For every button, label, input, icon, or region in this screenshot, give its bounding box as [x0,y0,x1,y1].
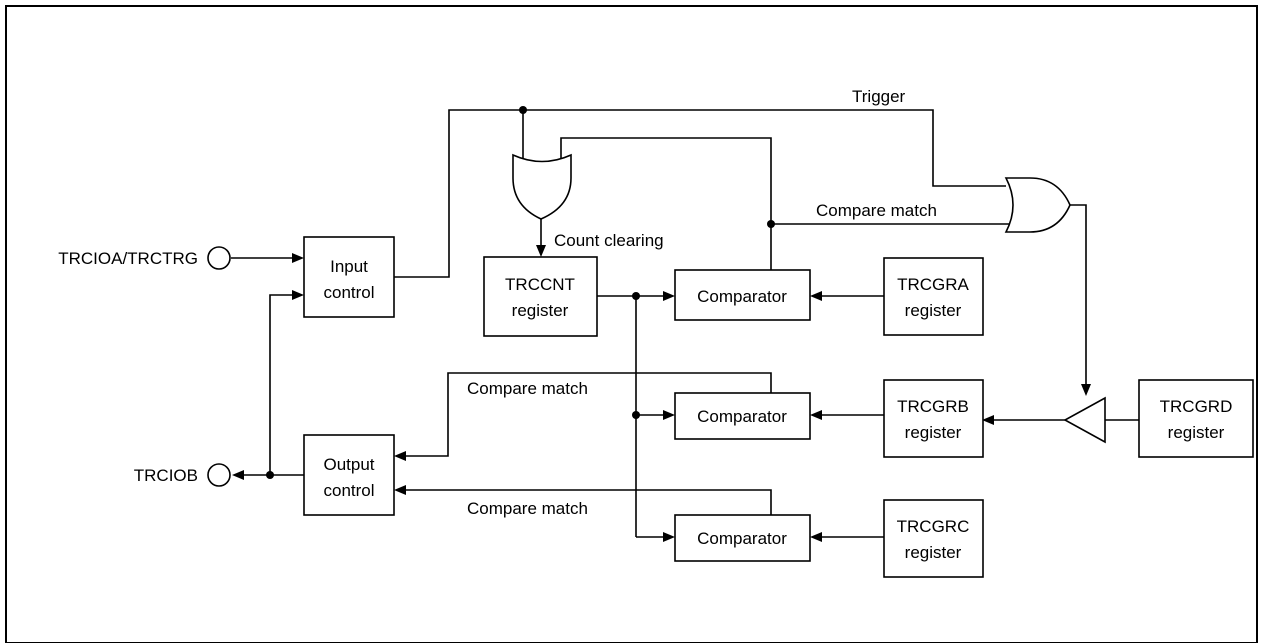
wire-compare-match-feedback [560,137,772,270]
count-clear-or-gate [512,153,572,220]
comparator-a-box [674,269,811,321]
trciob-terminal-icon [207,463,231,487]
arrow-into-output-control-b [394,451,406,461]
comparator-c-label: Comparator [697,529,787,548]
arrow-into-buffer [1081,384,1091,396]
arrow-from-trcgrc [810,532,822,542]
output-control-label-2: control [323,481,374,500]
arrow-into-input-control [292,253,304,263]
trciob-pin-label: TRCIOB [134,466,198,485]
input-control-box [303,236,395,318]
comparator-a-label: Comparator [697,287,787,306]
output-control-box [303,434,395,516]
arrow-into-comparator-c [663,532,675,542]
trigger-or-gate [1004,177,1071,233]
trcgrd-register-box [1138,379,1254,458]
trcgrd-buffer [1063,396,1106,444]
trcgrd-label-2: register [1168,423,1225,442]
compare-match-a-label: Compare match [816,201,937,220]
diagram-frame [5,5,1258,643]
wire-trciob-feedback [269,294,294,475]
arrow-into-comparator-a [663,291,675,301]
output-control-label-1: Output [323,455,374,474]
arrow-into-output-control-c [394,485,406,495]
wire-compare-match-c [406,489,772,515]
trcgrb-register-box [883,379,984,458]
junction-trccnt-b [632,411,640,419]
wire-trigger [394,109,1006,278]
arrow-from-trcgra [810,291,822,301]
arrow-into-trciob [232,470,244,480]
comparator-b-label: Comparator [697,407,787,426]
comparator-c-box [674,514,811,562]
count-clearing-label: Count clearing [554,231,664,250]
trcgrb-label-1: TRCGRB [897,397,969,416]
trcgra-register-box [883,257,984,336]
trcioa-terminal-icon [207,246,231,270]
input-control-label-1: Input [330,257,368,276]
wire-compare-match-b [406,372,772,457]
trcgrd-label-1: TRCGRD [1160,397,1233,416]
trcgrb-label-2: register [905,423,962,442]
trcgra-label-2: register [905,301,962,320]
compare-match-b-label: Compare match [467,379,588,398]
trcgrc-label-1: TRCGRC [897,517,970,536]
compare-match-c-label: Compare match [467,499,588,518]
trcioa-pin-label: TRCIOA/TRCTRG [58,249,198,268]
arrow-into-comparator-b [663,410,675,420]
wire-or-to-buffer [1070,204,1087,384]
trcgra-label-1: TRCGRA [897,275,969,294]
arrow-feedback-input-control [292,290,304,300]
trcgrc-register-box [883,499,984,578]
trccnt-register-box [483,256,598,337]
trigger-label: Trigger [852,87,906,106]
arrow-count-clearing [536,245,546,257]
input-control-label-2: control [323,283,374,302]
arrow-into-trcgrb [982,415,994,425]
arrow-from-trcgrb [810,410,822,420]
trcgrc-label-2: register [905,543,962,562]
comparator-b-box [674,392,811,440]
junction-compare-match-a [767,220,775,228]
trccnt-label-1: TRCCNT [505,275,575,294]
trccnt-label-2: register [512,301,569,320]
